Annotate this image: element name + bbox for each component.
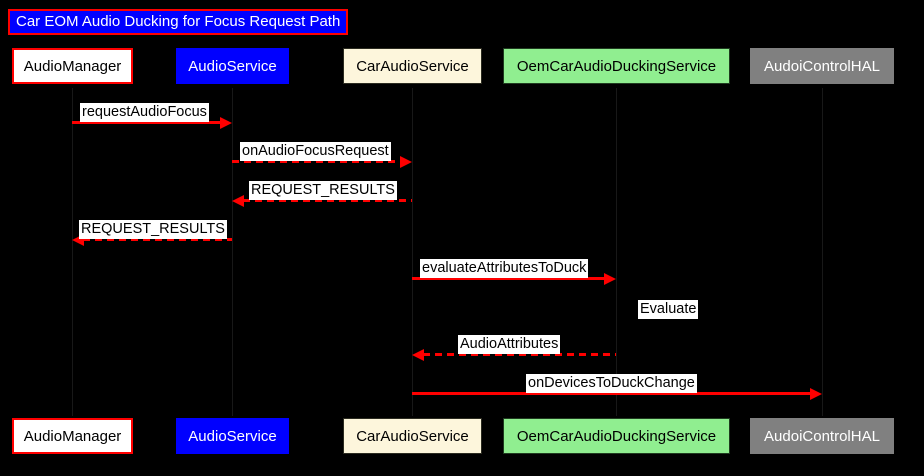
participant-caraudioservice-top[interactable]: CarAudioService [343, 48, 482, 84]
message-line-m6 [423, 353, 616, 356]
participant-audiomanager-top[interactable]: AudioManager [12, 48, 133, 84]
arrowhead-m6 [412, 348, 424, 361]
message-line-m1 [72, 121, 221, 124]
lifeline-audiomanager [72, 88, 73, 416]
participant-audioservice-bottom[interactable]: AudioService [176, 418, 289, 454]
message-label-m5: evaluateAttributesToDuck [420, 259, 589, 278]
arrowhead-m7 [810, 387, 822, 400]
message-line-m3 [243, 199, 412, 202]
arrowhead-m1 [220, 116, 232, 129]
message-label-m4: REQUEST_RESULTS [79, 220, 227, 239]
message-line-m4 [83, 238, 232, 241]
message-label-m1: requestAudioFocus [80, 103, 209, 122]
lifeline-audioservice [232, 88, 233, 416]
participant-oemcaraudioduckingservice-bottom[interactable]: OemCarAudioDuckingService [503, 418, 730, 454]
participant-audiomanager-bottom[interactable]: AudioManager [12, 418, 133, 454]
lifeline-oemcaraudioduckingservice [616, 88, 617, 416]
message-line-m5 [412, 277, 605, 280]
note-n1: Evaluate [638, 300, 699, 319]
message-line-m2 [232, 160, 401, 163]
lifeline-audoicontrolhal [822, 88, 823, 416]
message-label-m2: onAudioFocusRequest [240, 142, 391, 161]
participant-audioservice-top[interactable]: AudioService [176, 48, 289, 84]
message-line-m7 [412, 392, 811, 395]
arrowhead-m5 [604, 272, 616, 285]
arrowhead-m2 [400, 155, 412, 168]
participant-audoicontrolhal-bottom[interactable]: AudoiControlHAL [750, 418, 894, 454]
message-label-m3: REQUEST_RESULTS [249, 181, 397, 200]
participant-caraudioservice-bottom[interactable]: CarAudioService [343, 418, 482, 454]
arrowhead-m3 [232, 194, 244, 207]
message-label-m7: onDevicesToDuckChange [526, 374, 697, 393]
message-label-m6: AudioAttributes [458, 335, 561, 354]
lifeline-caraudioservice [412, 88, 413, 416]
diagram-title: Car EOM Audio Ducking for Focus Request … [8, 9, 349, 35]
participant-audoicontrolhal-top[interactable]: AudoiControlHAL [750, 48, 894, 84]
participant-oemcaraudioduckingservice-top[interactable]: OemCarAudioDuckingService [503, 48, 730, 84]
